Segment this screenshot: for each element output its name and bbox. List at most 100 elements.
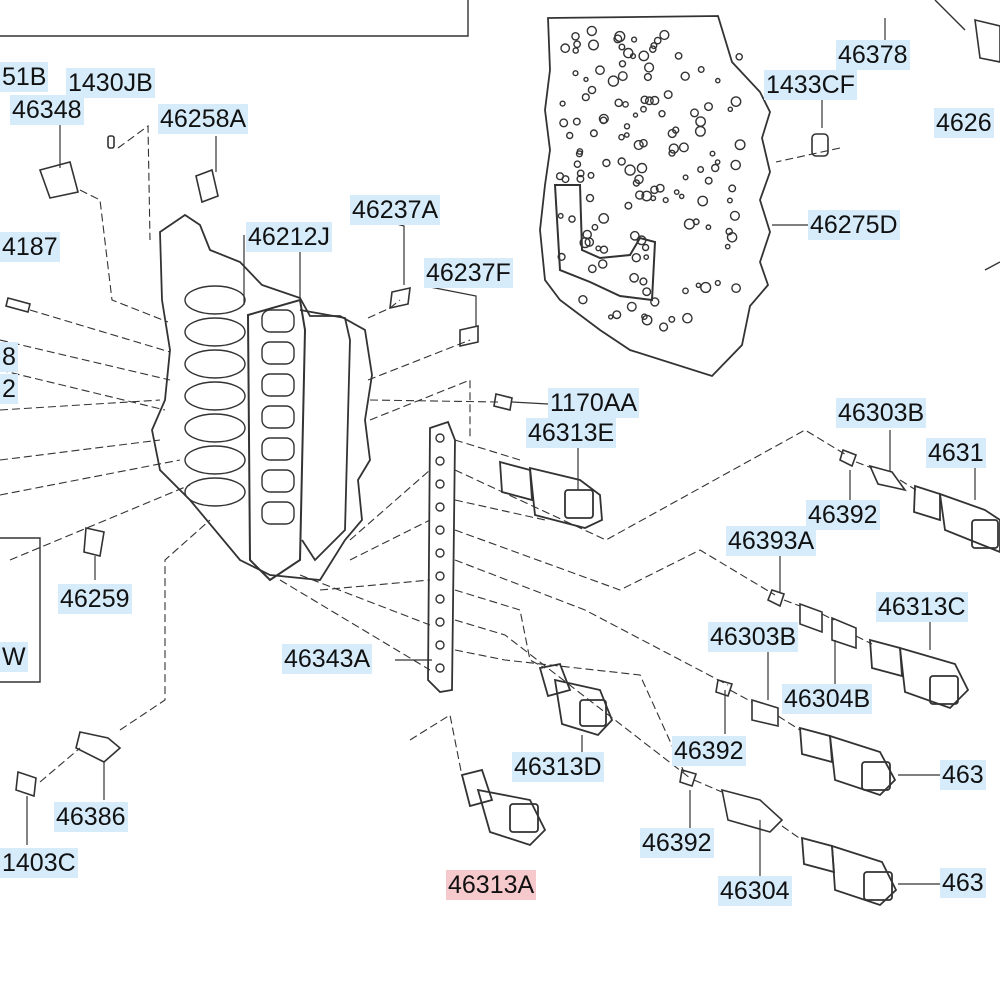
frame-line: [0, 537, 41, 683]
callout-1433cf[interactable]: 1433CF: [764, 70, 857, 100]
callout-46237f[interactable]: 46237F: [424, 258, 513, 288]
callout-46212j[interactable]: 46212J: [246, 222, 333, 252]
plate-hole: [636, 162, 648, 174]
callout-1170aa[interactable]: 1170AA: [548, 388, 640, 418]
plate-hole: [697, 65, 705, 73]
callout-463-lower[interactable]: 463: [940, 868, 986, 898]
callout-4187[interactable]: 4187: [0, 232, 60, 262]
plate-hole: [683, 218, 696, 230]
callout-1430jb[interactable]: 1430JB: [66, 68, 155, 98]
callout-4631[interactable]: 4631: [926, 438, 986, 468]
frame-line: [934, 0, 966, 31]
valve-spools: [184, 285, 295, 525]
plate-hole: [715, 77, 721, 84]
callout-2[interactable]: 2: [0, 374, 18, 404]
callout-1403c[interactable]: 1403C: [0, 848, 78, 878]
plate-hole: [697, 165, 705, 173]
solenoid-46313d: [538, 662, 614, 737]
plate-hole: [617, 71, 628, 82]
gasket-hole: [435, 548, 445, 558]
plate-hole: [612, 310, 622, 320]
plate-hole: [573, 160, 582, 168]
plate-hole: [638, 50, 650, 62]
plate-hole: [591, 223, 599, 231]
callout-8[interactable]: 8: [0, 342, 18, 372]
callout-w[interactable]: W: [0, 642, 28, 672]
gasket-hole: [435, 479, 445, 489]
plate-hole: [578, 295, 588, 305]
callout-51b[interactable]: 51B: [0, 62, 49, 92]
callout-46386[interactable]: 46386: [54, 802, 128, 832]
gasket-strip: [427, 420, 456, 693]
valve-spool: [184, 317, 246, 347]
solenoid-46313e: [499, 460, 603, 529]
plate-hole: [576, 169, 585, 178]
callout-46348[interactable]: 46348: [10, 95, 84, 125]
plate-hole: [641, 243, 650, 252]
callout-46392-middle[interactable]: 46392: [672, 736, 746, 766]
plate-hole: [658, 109, 666, 118]
plate-hole: [629, 272, 639, 283]
plate-hole: [711, 163, 720, 173]
gasket-hole: [435, 571, 445, 581]
callout-46303b-lower[interactable]: 46303B: [708, 622, 799, 652]
callout-46392-lower[interactable]: 46392: [640, 828, 714, 858]
plate-hole: [640, 95, 650, 105]
callout-46304b[interactable]: 46304B: [782, 684, 873, 714]
callout-46258a[interactable]: 46258A: [158, 104, 249, 134]
valve-spool: [184, 349, 246, 379]
plate-hole: [618, 60, 627, 68]
frame-line: [984, 261, 1000, 271]
callout-46393a[interactable]: 46393A: [726, 526, 817, 556]
plate-hole: [705, 224, 712, 231]
callout-463-upper[interactable]: 463: [940, 760, 986, 790]
plate-hole: [649, 45, 657, 54]
valve-port: [261, 469, 295, 493]
callout-46313a-selected[interactable]: 46313A: [446, 870, 537, 900]
plate-hole: [557, 252, 566, 262]
plate-hole: [632, 112, 639, 118]
plate-hole: [650, 42, 658, 50]
callout-46392-upper[interactable]: 46392: [806, 500, 880, 530]
plate-hole: [576, 174, 585, 183]
plate-hole: [582, 229, 593, 240]
gasket-hole: [435, 640, 445, 650]
gasket-hole: [435, 594, 445, 604]
plate-hole: [728, 184, 737, 193]
callout-46313c[interactable]: 46313C: [876, 592, 968, 622]
leader-lines: [26, 18, 976, 885]
plate-hole: [725, 227, 734, 236]
plate-hole: [650, 297, 660, 307]
plate-hole: [589, 129, 598, 138]
plate-hole: [709, 150, 716, 157]
callout-46343a[interactable]: 46343A: [282, 644, 373, 674]
callout-46313d[interactable]: 46313D: [512, 752, 604, 782]
plate-hole: [629, 230, 640, 241]
plate-hole: [682, 312, 693, 324]
small-fittings: [5, 18, 1000, 833]
plate-hole: [731, 283, 741, 293]
callout-46303b-upper[interactable]: 46303B: [836, 398, 927, 428]
callout-46304[interactable]: 46304: [718, 876, 792, 906]
plate-hole: [641, 314, 653, 326]
plate-hole: [632, 179, 641, 187]
plate-hole: [633, 139, 644, 151]
callout-46313e[interactable]: 46313E: [526, 418, 617, 448]
callout-46259[interactable]: 46259: [58, 584, 132, 614]
plate-hole: [568, 215, 576, 223]
callout-46237a[interactable]: 46237A: [350, 195, 441, 225]
plate-hole: [583, 76, 589, 83]
solenoid-4631: [913, 484, 1000, 553]
valve-port: [261, 405, 295, 429]
plate-hole: [643, 62, 655, 73]
plate-hole: [678, 193, 685, 200]
plate-hole: [682, 174, 689, 181]
valve-port: [261, 501, 295, 525]
callout-46275d[interactable]: 46275D: [808, 210, 900, 240]
plate-hole: [726, 197, 733, 204]
plate-hole: [614, 98, 624, 108]
callout-46378[interactable]: 46378: [836, 40, 910, 70]
callout-4626[interactable]: 4626: [934, 108, 994, 138]
valve-port: [261, 437, 295, 461]
